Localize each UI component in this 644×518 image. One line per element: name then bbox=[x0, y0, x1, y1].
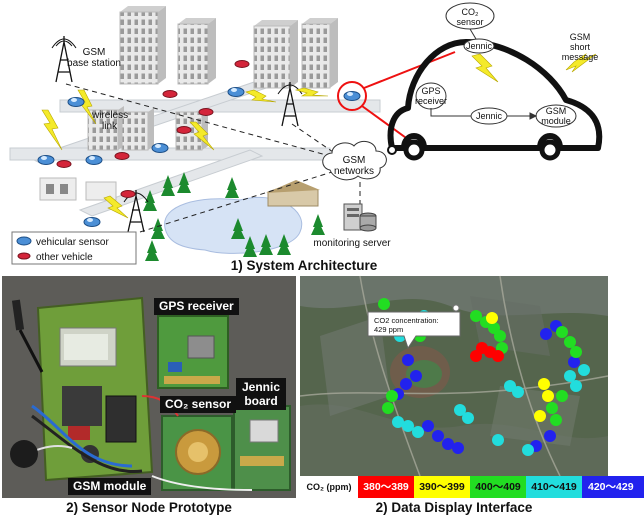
server-icon bbox=[343, 203, 377, 232]
other-vehicle-icon bbox=[176, 126, 192, 134]
lightning-icon bbox=[565, 53, 597, 73]
label-gsm-base-station: base station bbox=[67, 58, 121, 69]
other-vehicle-icon bbox=[17, 252, 31, 260]
house bbox=[266, 180, 320, 207]
label-gps-receiver: GPS bbox=[421, 86, 440, 96]
vehicular-sensor-icon bbox=[85, 155, 103, 165]
gsm-networks-cloud bbox=[322, 140, 387, 181]
label-gsm-module: module bbox=[541, 116, 571, 126]
other-vehicle-icon bbox=[198, 108, 214, 116]
legend-range: 420～429 bbox=[582, 476, 644, 498]
lightning-icon bbox=[41, 87, 329, 219]
label-gps-receiver: receiver bbox=[415, 96, 447, 106]
other-vehicle-icon bbox=[56, 160, 72, 168]
low-building bbox=[39, 177, 117, 201]
dashed-links bbox=[65, 83, 361, 233]
popup-value: 429 ppm bbox=[374, 325, 403, 334]
road-horizontal-mid bbox=[9, 147, 331, 161]
legend-range: 410～419 bbox=[526, 476, 582, 498]
label-monitoring-server: monitoring server bbox=[313, 238, 391, 249]
other-vehicle-icon bbox=[114, 152, 130, 160]
label-jennic-board-line: board bbox=[244, 394, 278, 408]
caption-system-architecture: 1) System Architecture bbox=[230, 258, 378, 273]
cell-tower-icon bbox=[51, 36, 77, 83]
vehicular-sensor-icon bbox=[83, 217, 101, 227]
legend-box bbox=[11, 231, 137, 265]
label-gsm-short-message: message bbox=[562, 52, 599, 62]
label-gsm-networks: GSM bbox=[343, 155, 366, 166]
caption-sensor-node-prototype: 2) Sensor Node Prototype bbox=[66, 500, 232, 515]
label-jennic-board-photo: Jennic board bbox=[236, 378, 287, 410]
zoom-circle bbox=[337, 81, 367, 111]
label-co2-sensor-photo: CO₂ sensor bbox=[160, 396, 237, 413]
cell-tower-icon bbox=[123, 190, 149, 233]
vehicular-sensor-icon bbox=[16, 236, 32, 246]
vehicular-sensor-icon bbox=[151, 143, 169, 153]
satellite-map: CO2 concentration: 429 ppm bbox=[299, 275, 609, 477]
buildings bbox=[39, 6, 338, 201]
label-gsm-short-message: short bbox=[570, 42, 591, 52]
vehicles bbox=[37, 60, 361, 227]
car-components bbox=[415, 2, 577, 128]
trees bbox=[143, 172, 325, 261]
other-vehicle-icon bbox=[120, 190, 136, 198]
label-wireless-link: link bbox=[102, 121, 118, 132]
legend-vehicular-sensor: vehicular sensor bbox=[36, 237, 109, 248]
data-display-map: CO2 concentration: 429 ppm CO₂ (ppm) 380… bbox=[299, 275, 644, 498]
caption-data-display-interface: 2) Data Display Interface bbox=[375, 500, 533, 515]
vehicular-sensor-icon bbox=[67, 97, 85, 107]
building bbox=[177, 18, 216, 85]
car-outline bbox=[387, 39, 603, 151]
label-gps-receiver-photo: GPS receiver bbox=[154, 298, 239, 315]
legend-range: 390～399 bbox=[414, 476, 470, 498]
legend-range: 380～389 bbox=[358, 476, 414, 498]
label-gsm-short-message: GSM bbox=[570, 32, 591, 42]
label-co2-sensor: CO₂ bbox=[462, 7, 480, 17]
label-gsm-networks: networks bbox=[334, 166, 374, 177]
label-gsm-base-station: GSM bbox=[83, 47, 106, 58]
vehicular-sensor-icon bbox=[37, 155, 55, 165]
legend-other-vehicle: other vehicle bbox=[36, 252, 93, 263]
building bbox=[119, 6, 166, 85]
architecture-svg: GSM base station wireless link GSM netwo… bbox=[9, 2, 603, 265]
label-jennic-board-line: Jennic bbox=[242, 380, 281, 394]
jennic-board bbox=[233, 405, 291, 491]
vehicular-sensor-icon bbox=[343, 91, 361, 101]
label-gsm-module-photo: GSM module bbox=[68, 478, 152, 495]
label-wireless-link: wireless bbox=[91, 110, 128, 121]
legend-range: 400～409 bbox=[470, 476, 526, 498]
lightning-icon bbox=[471, 53, 499, 83]
building bbox=[121, 108, 154, 151]
other-vehicle-icon bbox=[162, 90, 178, 98]
popup-label: CO2 concentration: bbox=[374, 316, 439, 325]
label-gsm-module: GSM bbox=[546, 106, 567, 116]
co2-data-points bbox=[378, 298, 590, 456]
label-jennic: Jennic bbox=[466, 41, 493, 51]
other-vehicle-icon bbox=[234, 60, 250, 68]
vehicular-sensor-icon bbox=[227, 87, 245, 97]
label-co2-sensor: sensor bbox=[456, 17, 483, 27]
building bbox=[301, 18, 338, 89]
road-horizontal-top bbox=[59, 99, 381, 113]
building bbox=[253, 20, 298, 89]
co2-legend-bar: CO₂ (ppm) 380～389 390～399 400～409 410～41… bbox=[300, 476, 644, 498]
label-jennic: Jennic bbox=[476, 111, 503, 121]
system-architecture-diagram: GSM base station wireless link GSM netwo… bbox=[0, 0, 608, 265]
co2-popup: CO2 concentration: 429 ppm bbox=[367, 304, 461, 350]
legend-title: CO₂ (ppm) bbox=[300, 476, 358, 498]
